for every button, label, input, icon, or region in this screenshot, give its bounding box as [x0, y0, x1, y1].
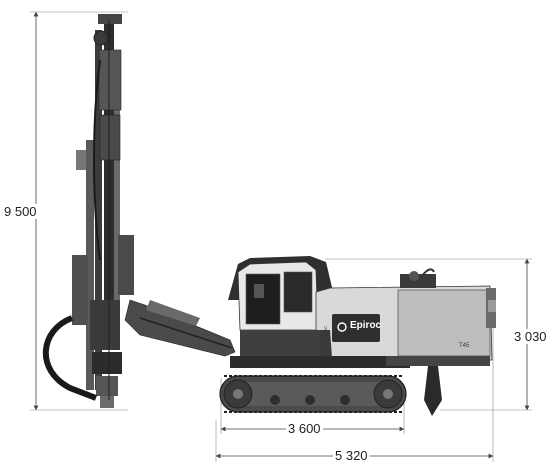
model-label: T45: [459, 343, 470, 349]
drill-mast: [42, 14, 134, 408]
brand-logo: Epiroc: [350, 320, 382, 331]
crawler-track: [219, 375, 407, 413]
carrier-body: [228, 256, 496, 416]
height-label: 9 500: [2, 204, 39, 219]
cab-height-label: 3 030: [512, 329, 549, 344]
side-model-text: FLEXIROC: [323, 325, 328, 346]
overall-length-label: 5 320: [333, 448, 370, 463]
track-length-label: 3 600: [286, 421, 323, 436]
boom-arm: [124, 299, 236, 357]
